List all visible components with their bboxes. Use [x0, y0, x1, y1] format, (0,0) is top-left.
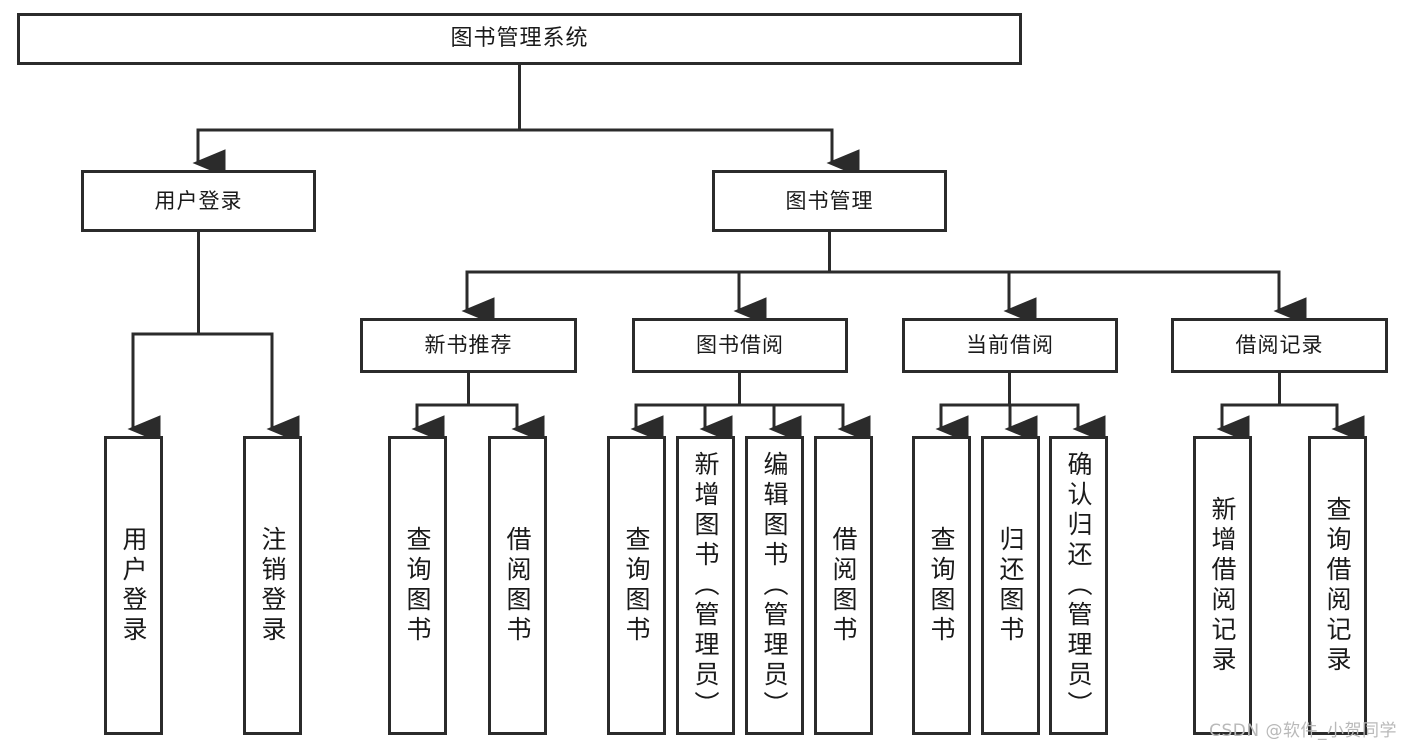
node-current-borrow[interactable]: 当前借阅 [902, 318, 1118, 373]
node-leaf-edit-book[interactable]: 编辑图书（管理员） [745, 436, 804, 735]
node-book-borrow[interactable]: 图书借阅 [632, 318, 848, 373]
node-label: 查询图书 [927, 525, 956, 646]
node-leaf-add-record[interactable]: 新增借阅记录 [1193, 436, 1252, 735]
node-label: 图书管理 [785, 188, 874, 213]
node-label: 查询图书 [622, 525, 651, 646]
node-user-login[interactable]: 用户登录 [81, 170, 316, 232]
node-leaf-query-book-2[interactable]: 查询图书 [607, 436, 666, 735]
node-label: 借阅记录 [1235, 333, 1324, 358]
node-label: 用户登录 [119, 525, 148, 646]
node-label: 借阅图书 [829, 525, 858, 646]
node-leaf-user-login[interactable]: 用户登录 [104, 436, 163, 735]
node-label: 图书管理系统 [450, 26, 589, 52]
node-label: 新增借阅记录 [1208, 495, 1237, 676]
node-new-book-recommend[interactable]: 新书推荐 [360, 318, 577, 373]
node-label: 编辑图书（管理员） [760, 450, 789, 721]
node-label: 当前借阅 [966, 333, 1054, 358]
node-label: 图书借阅 [696, 333, 784, 358]
node-leaf-query-book-3[interactable]: 查询图书 [912, 436, 971, 735]
node-label: 新书推荐 [424, 333, 513, 358]
node-leaf-return-book[interactable]: 归还图书 [981, 436, 1040, 735]
node-label: 确认归还（管理员） [1064, 450, 1093, 721]
node-borrow-record[interactable]: 借阅记录 [1171, 318, 1388, 373]
node-leaf-borrow-book-2[interactable]: 借阅图书 [814, 436, 873, 735]
node-label: 查询图书 [403, 525, 432, 646]
node-leaf-confirm-return[interactable]: 确认归还（管理员） [1049, 436, 1108, 735]
node-label: 借阅图书 [503, 525, 532, 646]
node-leaf-borrow-book-1[interactable]: 借阅图书 [488, 436, 547, 735]
node-label: 查询借阅记录 [1323, 495, 1352, 676]
node-label: 注销登录 [258, 525, 287, 646]
node-leaf-user-logout[interactable]: 注销登录 [243, 436, 302, 735]
node-label: 新增图书（管理员） [691, 450, 720, 721]
node-leaf-add-book[interactable]: 新增图书（管理员） [676, 436, 735, 735]
node-label: 用户登录 [154, 188, 243, 213]
node-book-manage[interactable]: 图书管理 [712, 170, 947, 232]
node-label: 归还图书 [996, 525, 1025, 646]
node-leaf-query-book-1[interactable]: 查询图书 [388, 436, 447, 735]
node-leaf-query-record[interactable]: 查询借阅记录 [1308, 436, 1367, 735]
node-root-system[interactable]: 图书管理系统 [17, 13, 1022, 65]
